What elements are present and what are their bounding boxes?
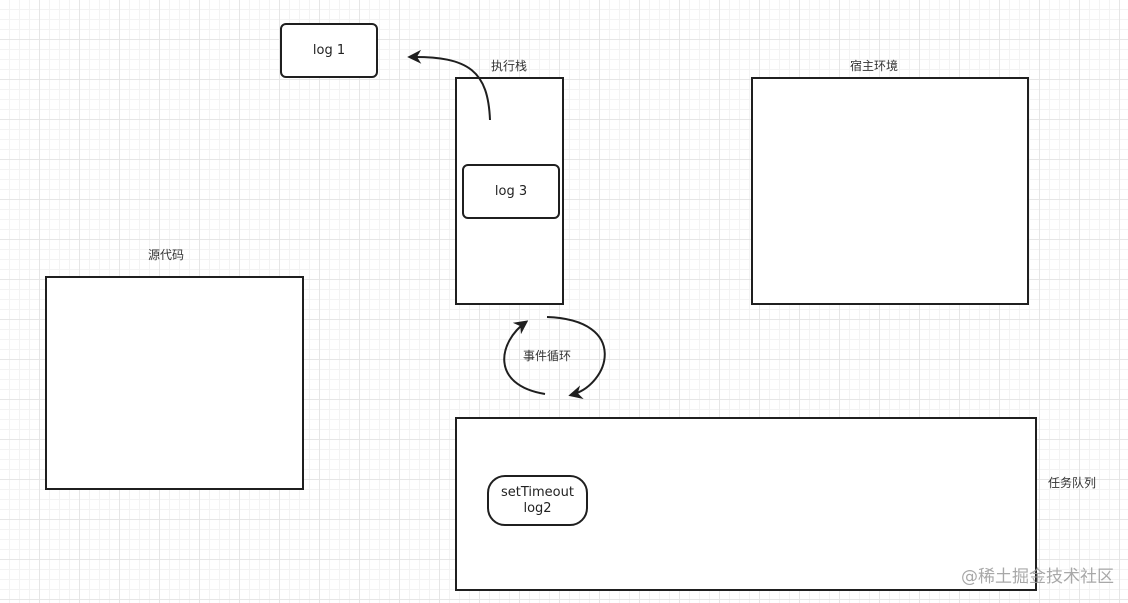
log1-node[interactable]: log 1	[280, 23, 378, 78]
log3-label: log 3	[494, 183, 528, 199]
task-queue-label: 任务队列	[1048, 476, 1097, 490]
settimeout-line1: setTimeout	[501, 484, 574, 500]
source-code-label: 源代码	[148, 248, 185, 262]
log3-node[interactable]: log 3	[462, 164, 560, 219]
settimeout-line2: log2	[523, 500, 552, 516]
execution-stack-label: 执行栈	[491, 59, 528, 73]
log1-label: log 1	[312, 42, 346, 58]
event-loop-label: 事件循环	[523, 349, 572, 363]
host-environment-box[interactable]	[751, 77, 1029, 305]
settimeout-node[interactable]: setTimeout log2	[487, 475, 588, 526]
watermark-text: @稀土掘金技术社区	[961, 567, 1114, 587]
source-code-box[interactable]	[45, 276, 304, 490]
host-environment-label: 宿主环境	[850, 59, 899, 73]
